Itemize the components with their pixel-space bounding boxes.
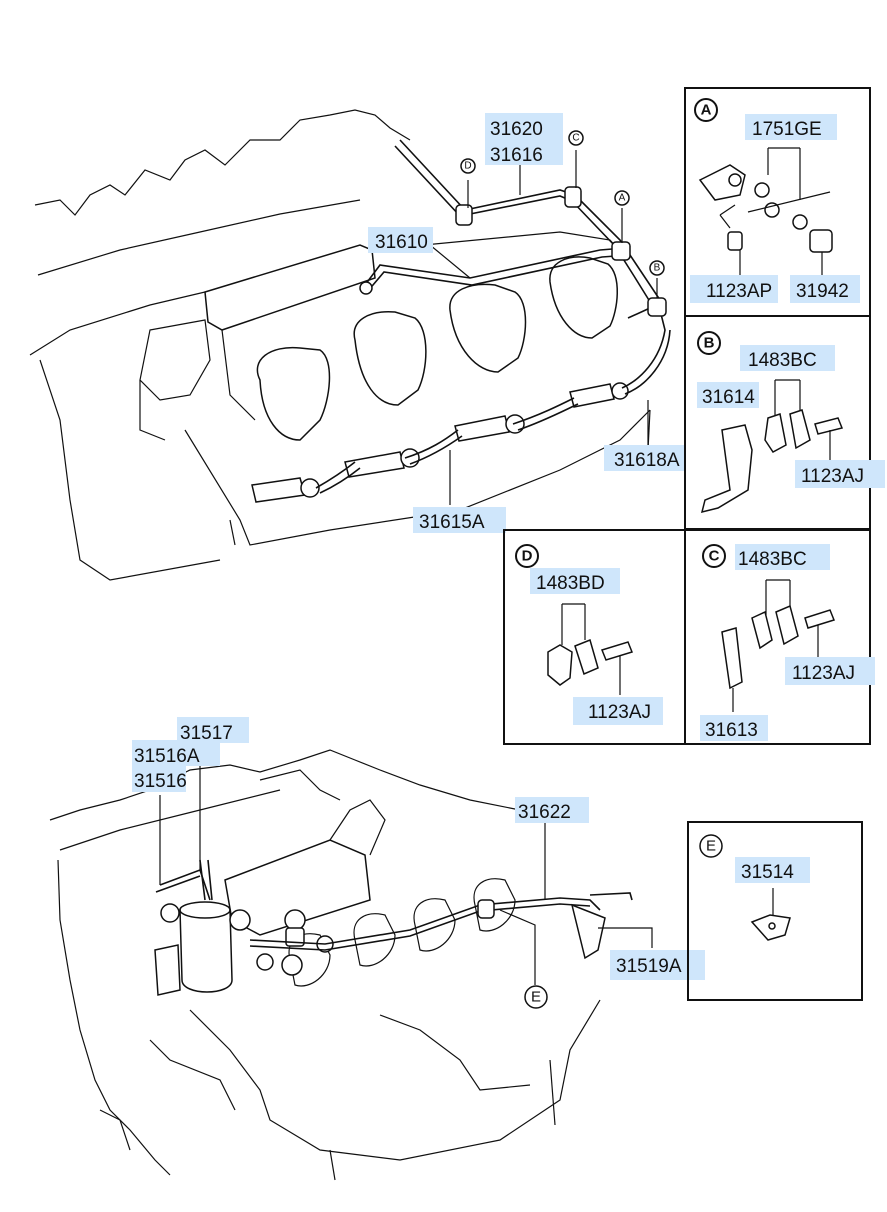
detail-e: E 31514 bbox=[699, 834, 810, 941]
detail-panel-dc bbox=[503, 529, 871, 745]
label-1483bd: 1483BD bbox=[536, 573, 605, 594]
marker-d-upper: D bbox=[460, 158, 476, 174]
svg-text:B: B bbox=[704, 335, 715, 352]
svg-text:A: A bbox=[701, 102, 712, 119]
label-1123ap: 1123AP bbox=[706, 281, 772, 302]
label-31519a: 31519A bbox=[616, 956, 682, 977]
label-31614: 31614 bbox=[702, 387, 755, 408]
svg-text:A: A bbox=[619, 193, 626, 204]
marker-a-upper: A bbox=[614, 190, 630, 206]
label-31516: 31516 bbox=[134, 771, 187, 792]
detail-panel-e bbox=[687, 821, 863, 1001]
marker-c-upper: C bbox=[568, 130, 584, 146]
label-1483bc-c: 1483BC bbox=[738, 549, 807, 570]
label-31615a: 31615A bbox=[419, 512, 485, 533]
svg-text:D: D bbox=[464, 161, 471, 172]
label-31514: 31514 bbox=[741, 862, 794, 883]
detail-d: D 1483BD 1123AJ bbox=[515, 544, 663, 725]
svg-text:E: E bbox=[531, 989, 541, 1006]
detail-b: B 1483BC 31614 1123AJ bbox=[697, 331, 885, 514]
detail-a: A 1751GE 1123AP 31942 bbox=[690, 98, 860, 303]
label-31613: 31613 bbox=[705, 720, 758, 741]
label-31620: 31620 bbox=[490, 119, 543, 140]
label-31610: 31610 bbox=[375, 232, 428, 253]
upper-engine-drawing bbox=[29, 109, 671, 581]
label-1123aj-d: 1123AJ bbox=[588, 702, 651, 723]
label-1123aj-c: 1123AJ bbox=[792, 663, 855, 684]
label-31516a: 31516A bbox=[134, 746, 200, 767]
label-1123aj-b: 1123AJ bbox=[801, 466, 864, 487]
svg-text:E: E bbox=[706, 838, 716, 855]
svg-text:D: D bbox=[522, 548, 533, 565]
lower-engine-drawing bbox=[49, 742, 653, 1181]
svg-text:B: B bbox=[654, 263, 661, 274]
svg-text:C: C bbox=[572, 133, 579, 144]
marker-e-lower: E bbox=[524, 985, 548, 1009]
label-31622: 31622 bbox=[518, 802, 571, 823]
detail-c: C 1483BC 1123AJ 31613 bbox=[700, 544, 875, 741]
marker-b-upper: B bbox=[649, 260, 665, 276]
label-31616: 31616 bbox=[490, 145, 543, 166]
svg-text:C: C bbox=[709, 548, 720, 565]
label-1483bc-b: 1483BC bbox=[748, 350, 817, 371]
label-31942: 31942 bbox=[796, 281, 849, 302]
label-1751ge: 1751GE bbox=[752, 119, 822, 140]
label-31618a: 31618A bbox=[614, 450, 680, 471]
fuel-injectors bbox=[251, 382, 629, 503]
label-31517: 31517 bbox=[180, 723, 233, 744]
